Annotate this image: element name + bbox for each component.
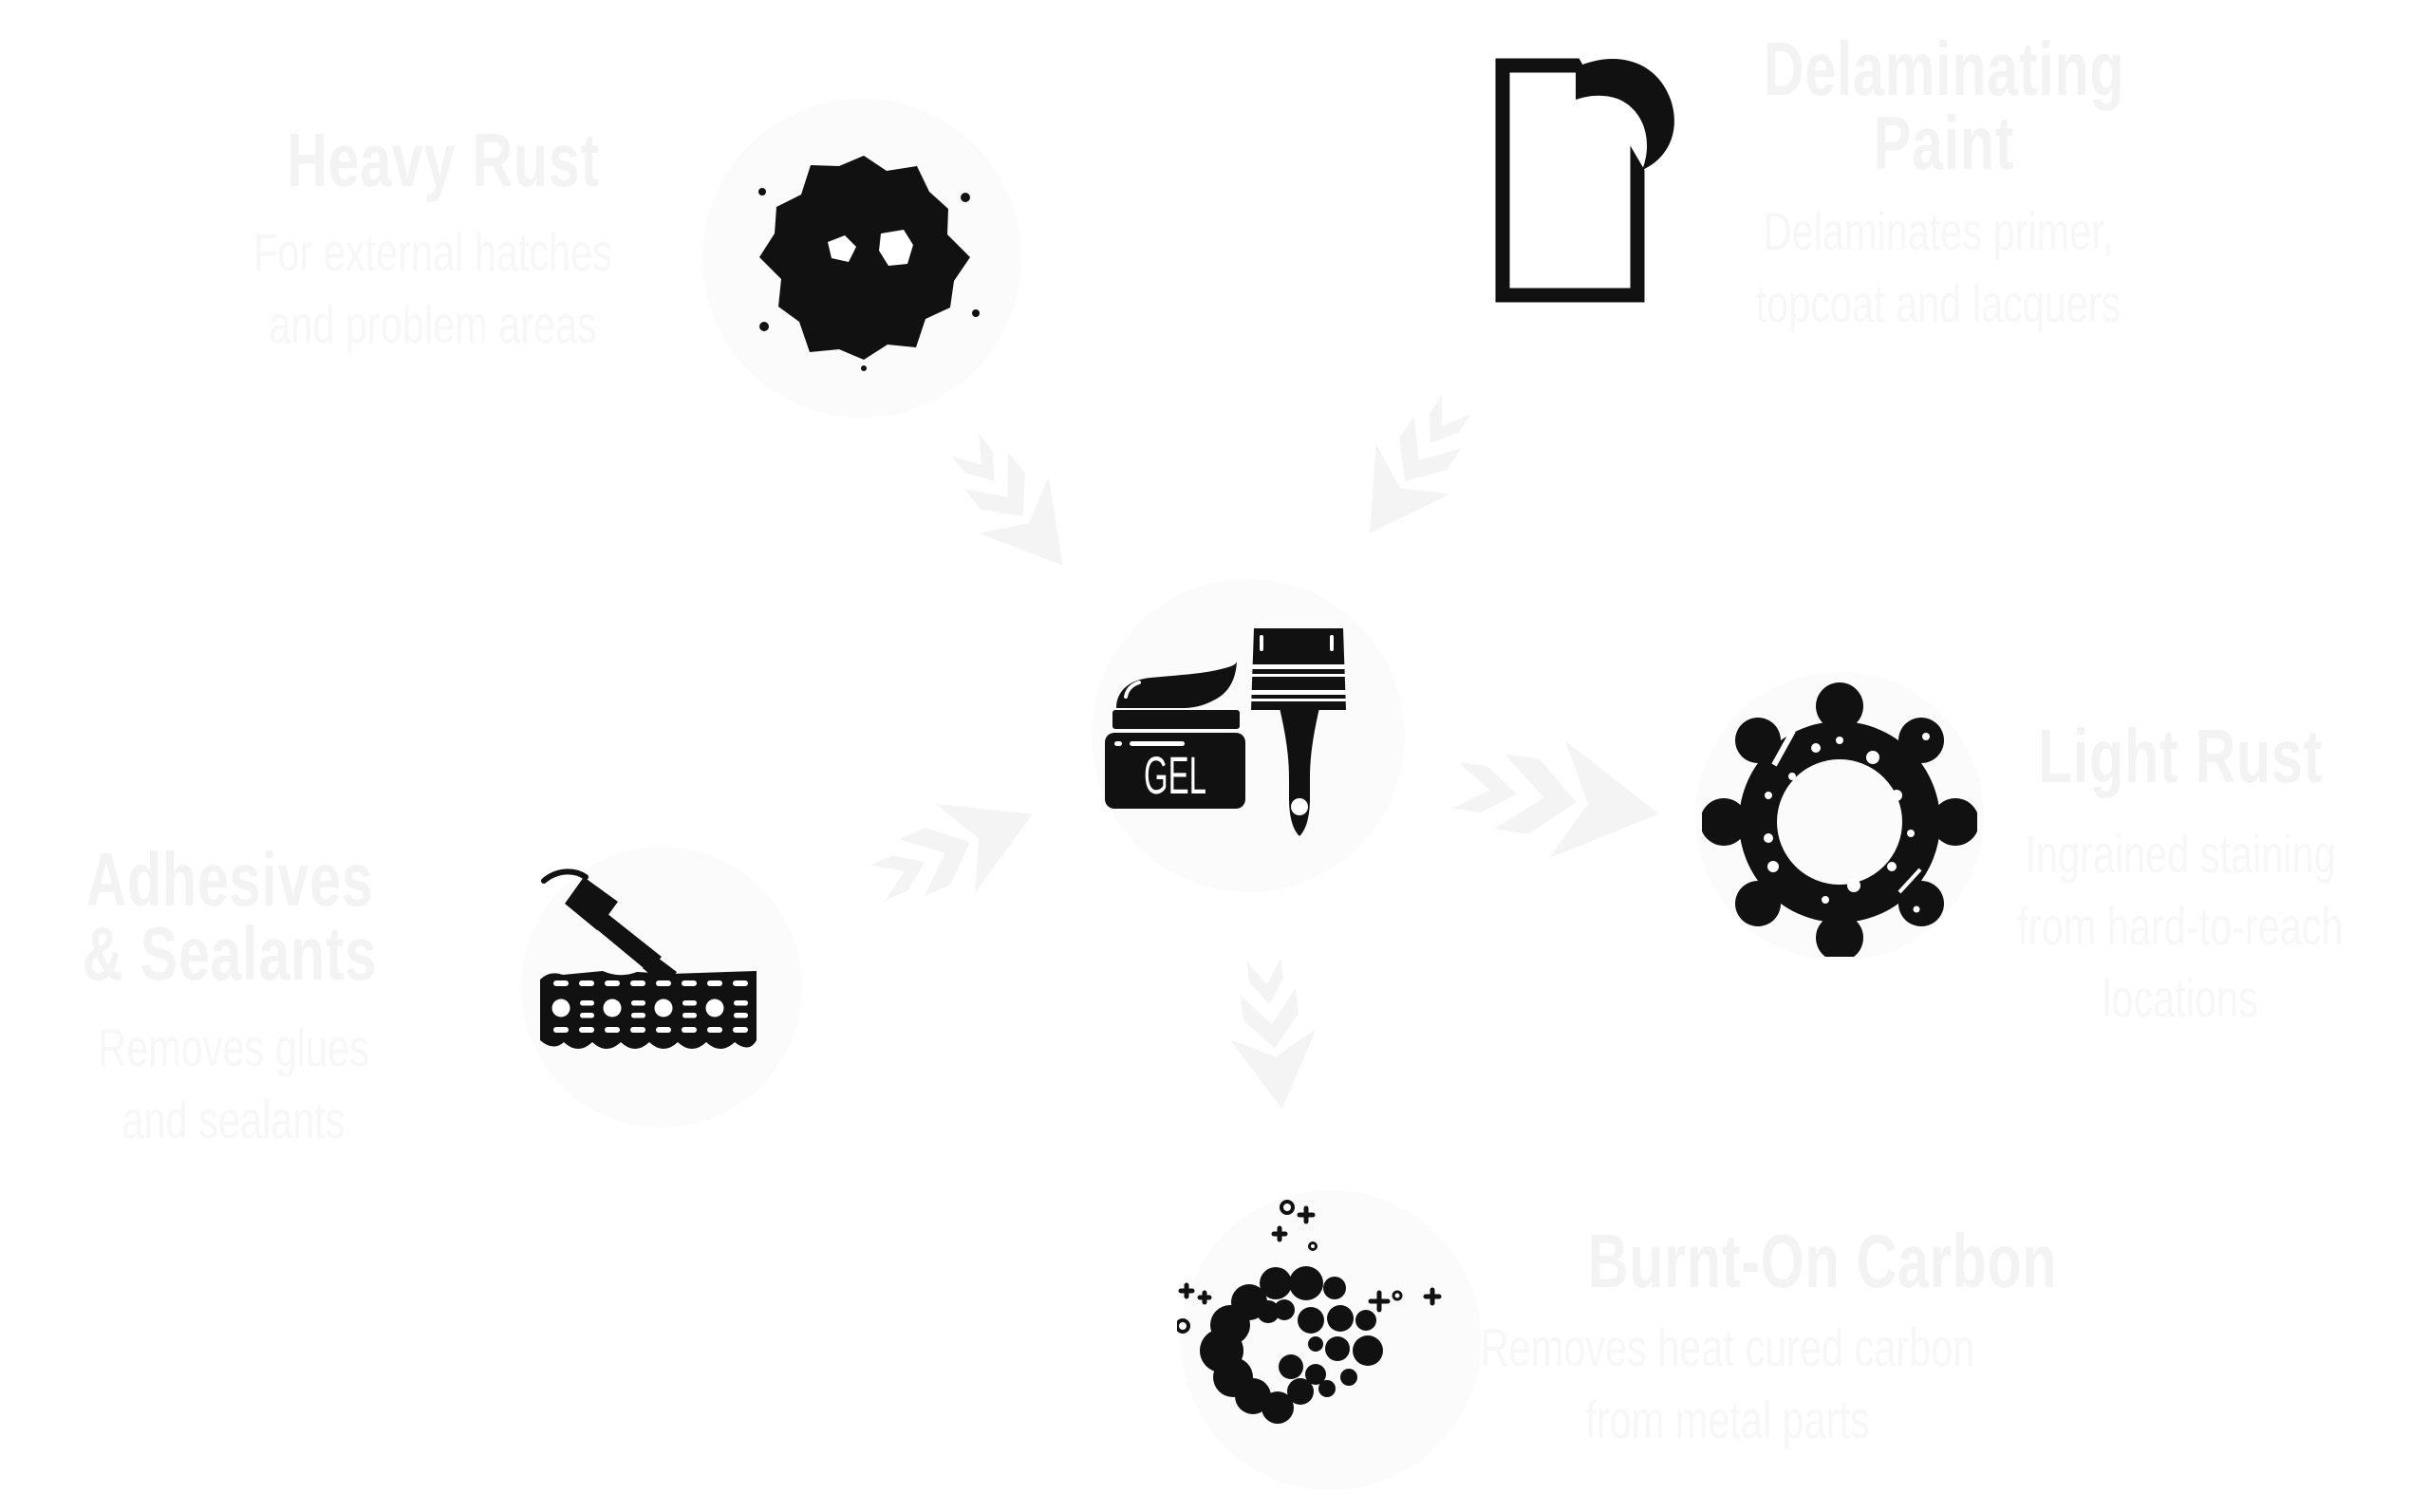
adhesives-sealants-subtitle: Removes glues and sealants <box>98 1012 369 1156</box>
gel-jar-and-paintbrush-icon: GEL <box>1092 607 1405 864</box>
burnt-on-carbon-subtitle-line-2: from metal parts <box>1585 1390 1870 1449</box>
adhesives-sealants-subtitle-line-1: Removes glues <box>98 1017 369 1077</box>
gel-jar-label: GEL <box>1144 745 1206 805</box>
peeling-paint-icon <box>1494 52 1689 308</box>
rusty-ring-icon <box>1702 681 1977 957</box>
delaminating-paint-title: Delaminating Paint <box>1763 27 2125 185</box>
heavy-rust-subtitle: For external hatches and problem areas <box>253 216 612 361</box>
delaminating-paint-title-line-1: Delaminating <box>1763 27 2125 111</box>
burnt-on-carbon-subtitle-line-1: Removes heat cured carbon <box>1480 1317 1975 1377</box>
burnt-on-carbon-subtitle: Removes heat cured carbon from metal par… <box>1481 1312 1975 1456</box>
heavy-rust-subtitle-line-1: For external hatches <box>253 222 612 282</box>
sealant-gun-icon <box>529 864 794 1111</box>
adhesives-sealants-title-line-2: & Sealants <box>82 911 378 996</box>
arrow-gel-to-light-rust-icon <box>1445 713 1676 887</box>
light-rust-subtitle-line-3: locations <box>2103 968 2258 1028</box>
delaminating-paint-subtitle-line-2: topcoat and lacquers <box>1755 273 2122 333</box>
arrow-heavy-rust-to-gel-icon <box>922 410 1110 606</box>
arrow-delaminating-paint-to-gel-icon <box>1320 373 1503 569</box>
burnt-on-carbon-title: Burnt-On Carbon <box>1587 1219 2058 1303</box>
arrow-gel-to-burnt-carbon-icon <box>1210 953 1336 1122</box>
adhesives-sealants-title: Adhesives & Sealants <box>82 837 378 996</box>
delaminating-paint-subtitle-line-1: Delaminates primer, <box>1763 201 2114 261</box>
light-rust-subtitle-line-2: from hard-to-reach <box>2017 896 2344 956</box>
light-rust-subtitle-line-1: Ingrained staining <box>2025 824 2336 884</box>
adhesives-sealants-subtitle-line-2: and sealants <box>122 1090 346 1149</box>
heavy-rust-title-line-1: Heavy Rust <box>287 118 600 202</box>
dissolving-carbon-icon <box>1177 1196 1481 1481</box>
arrow-adhesives-to-gel-icon <box>853 756 1063 938</box>
light-rust-title: Light Rust <box>2037 714 2324 798</box>
light-rust-title-line-1: Light Rust <box>2037 714 2324 798</box>
rust-splotch-icon <box>745 144 982 372</box>
burnt-on-carbon-title-line-1: Burnt-On Carbon <box>1587 1219 2058 1303</box>
heavy-rust-title: Heavy Rust <box>287 118 600 202</box>
delaminating-paint-title-line-2: Paint <box>1873 101 2015 185</box>
heavy-rust-subtitle-line-2: and problem areas <box>269 294 597 354</box>
light-rust-subtitle: Ingrained staining from hard-to-reach lo… <box>2017 818 2343 1035</box>
adhesives-sealants-title-line-1: Adhesives <box>85 837 374 922</box>
delaminating-paint-subtitle: Delaminates primer, topcoat and lacquers <box>1756 196 2122 340</box>
